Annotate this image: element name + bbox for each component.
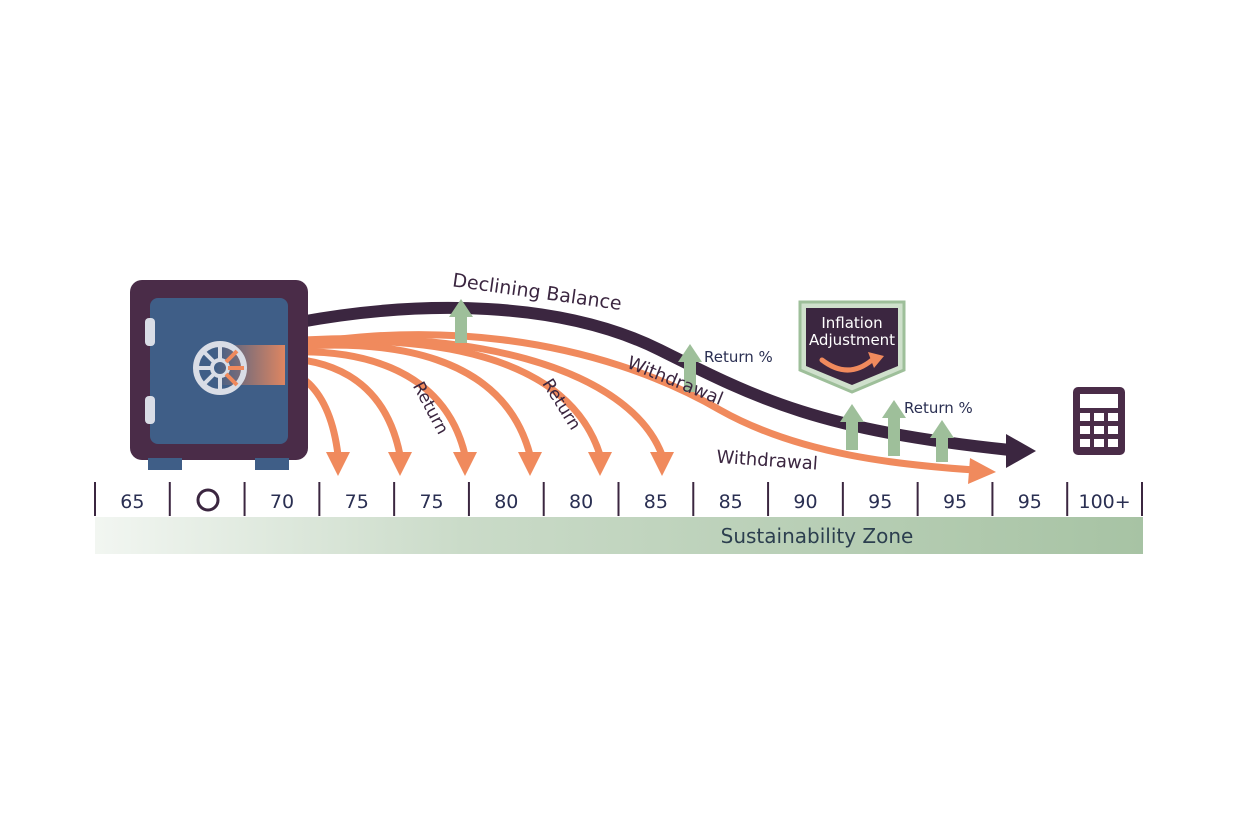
timeline-tick-label: 65 [120,491,144,513]
timeline-tick-label: 85 [644,491,668,513]
timeline-tick-label: 95 [1018,491,1042,513]
calculator-icon [1073,387,1125,455]
withdrawal-label-lower: Withdrawal [716,447,819,475]
timeline-tick-label: 80 [494,491,518,513]
return-up-arrow [449,299,473,343]
timeline-axis: 65 70 75 75 80 80 85 85 90 95 95 95 100+ [94,482,1143,516]
return-up-arrow [678,344,702,392]
safe-icon [130,280,308,470]
timeline-tick-label: 100+ [1079,491,1131,513]
timeline-tick-label: 95 [943,491,967,513]
return-pct-label-2: Return % [904,399,973,417]
withdrawal-arrow-6 [244,335,674,476]
inflation-label-line1: Inflation [821,314,882,332]
return-up-arrow [930,420,954,462]
timeline-tick-label: 70 [270,491,294,513]
badge-icon: Inflation Adjustment [798,300,906,394]
timeline-tick-label: 75 [345,491,369,513]
sustainability-zone-bar [95,517,1143,554]
timeline-tick-label: 75 [419,491,443,513]
sustainability-zone-label: Sustainability Zone [721,524,914,548]
return-up-arrow [840,404,864,450]
return-arrows [449,299,954,462]
declining-balance-arrow [294,301,1036,468]
dial-icon [193,341,247,395]
return-up-arrow [882,400,906,456]
circle-marker-icon [196,488,220,512]
timeline-tick-label: 80 [569,491,593,513]
return-pct-label-1: Return % [704,348,773,366]
return-label-2: Return [538,375,585,433]
timeline-tick-label: 85 [719,491,743,513]
timeline-tick-label: 90 [793,491,817,513]
inflation-label-line2: Adjustment [809,331,895,349]
withdrawal-long-arrow [236,331,996,484]
timeline-tick-label: 95 [868,491,892,513]
